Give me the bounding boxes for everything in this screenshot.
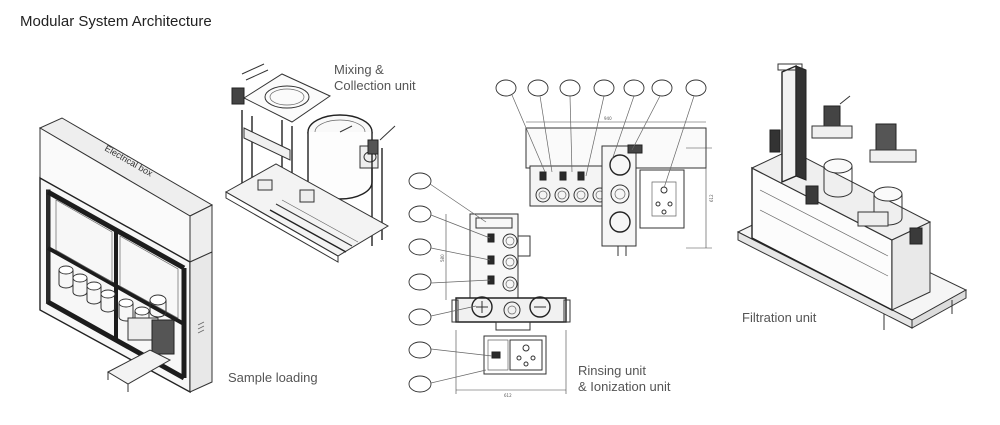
funnel-plate bbox=[244, 74, 330, 122]
label-filtration-unit: Filtration unit bbox=[742, 310, 817, 325]
label-rinsing-line1: Rinsing unit bbox=[578, 363, 646, 378]
filter-vessel-1 bbox=[824, 159, 852, 173]
valve-left bbox=[232, 88, 244, 104]
sample-bottles bbox=[59, 266, 166, 329]
label-mixing-line2: Collection unit bbox=[334, 78, 416, 93]
label-rinsing-line2: & Ionization unit bbox=[578, 379, 671, 394]
dim-top-width-text: 940 bbox=[604, 116, 612, 121]
dim-left-height-text: 580 bbox=[440, 254, 445, 262]
label-rinsing-ionization-unit: Rinsing unit & Ionization unit bbox=[578, 363, 671, 395]
left-callouts bbox=[409, 173, 492, 392]
dim-top-height-text: 612 bbox=[709, 194, 714, 202]
loading-motor bbox=[152, 320, 174, 354]
top-column bbox=[602, 146, 636, 246]
sample-loading-drawing: Electrical box bbox=[40, 118, 212, 392]
mid-bracket bbox=[244, 128, 290, 160]
funnel-opening bbox=[265, 86, 309, 108]
side-vents bbox=[198, 322, 204, 333]
mixing-collection-drawing bbox=[226, 64, 395, 262]
dim-bottom-width-text: 612 bbox=[504, 393, 512, 398]
cabinet-side bbox=[190, 252, 212, 392]
top-disc-2 bbox=[610, 212, 630, 232]
label-mixing-collection-unit: Mixing & Collection unit bbox=[334, 62, 416, 94]
top-ionization-box bbox=[640, 170, 684, 228]
diagram-title: Modular System Architecture bbox=[20, 13, 212, 30]
label-mixing-line1: Mixing & bbox=[334, 62, 384, 77]
stirrer bbox=[340, 126, 352, 132]
window-panel-2 bbox=[120, 236, 178, 318]
filtration-drawing bbox=[738, 64, 966, 330]
loading-tray bbox=[108, 350, 170, 384]
filter-vessel-2 bbox=[874, 187, 902, 201]
vertical-post bbox=[782, 66, 796, 182]
linear-rail bbox=[270, 210, 346, 252]
window-panel-1 bbox=[56, 200, 112, 282]
label-sample-loading: Sample loading bbox=[228, 370, 318, 385]
bottom-disc-right bbox=[530, 297, 550, 317]
rinsing-ionization-drawing: 940 612 bbox=[409, 80, 714, 398]
top-callouts bbox=[496, 80, 706, 188]
top-disc-1 bbox=[610, 155, 630, 175]
